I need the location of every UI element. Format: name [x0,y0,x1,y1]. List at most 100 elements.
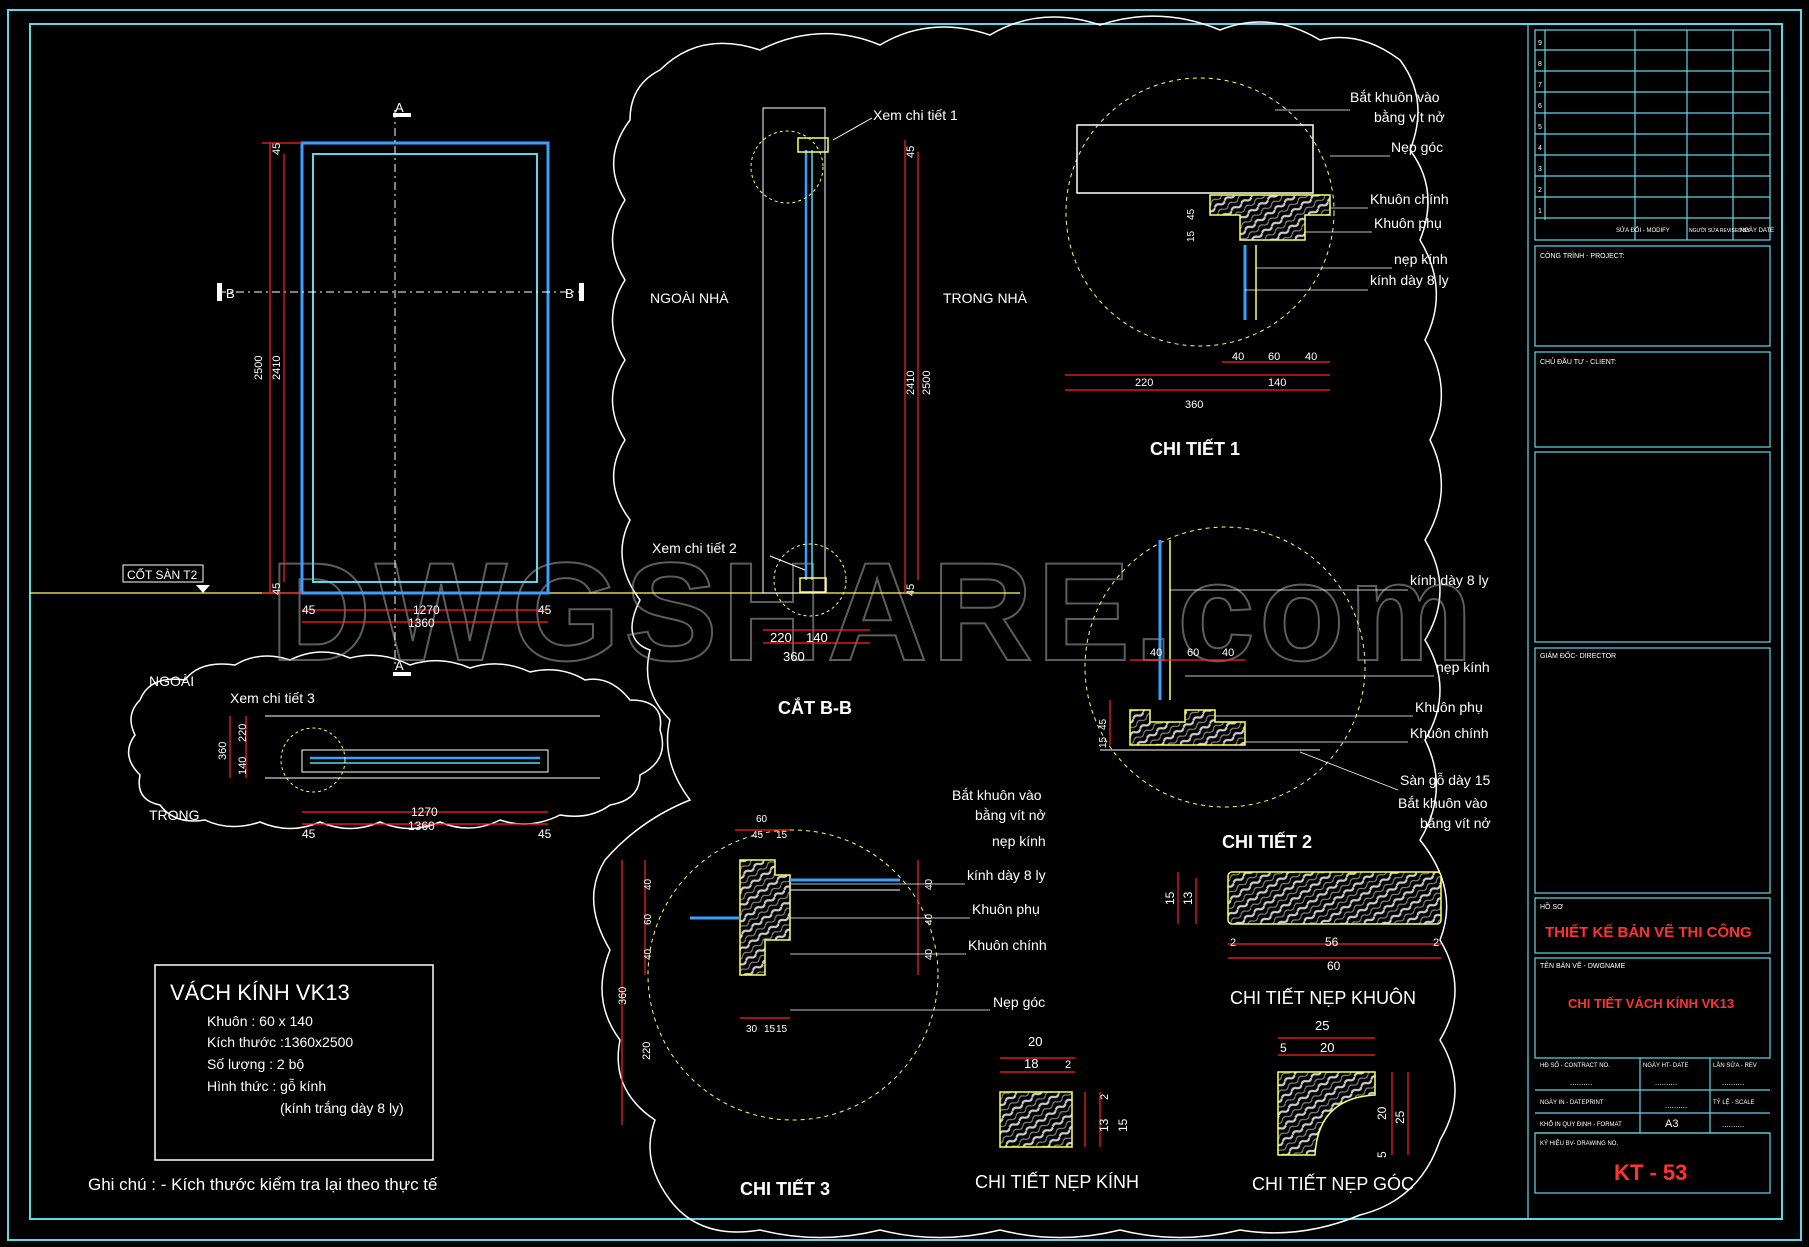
spec-line-2: Kích thước :1360x2500 [207,1034,353,1050]
section-bb-view: Xem chi tiết 1 Xem chi tiết 2 NGOÀI NHÀ … [650,107,1028,718]
date-label: NGÀY HT- DATE [1643,1062,1688,1069]
detail1-frame-section [1209,194,1331,241]
detail1-label-1: Bắt khuôn vào [1350,89,1440,105]
profile-goc-shape [1277,1071,1376,1156]
detail1-view: Bắt khuôn vào bằng vít nở Nẹp góc Khuôn … [1065,77,1449,459]
watermark-text: DWGSHARE.com [270,533,1477,690]
sheet-inner-border [29,23,1783,1220]
detail2-label-3: Khuôn phụ [1415,699,1483,715]
detail2-title: CHI TIẾT 2 [1222,831,1312,852]
detail1-dim-45: 45 [1186,208,1197,220]
detail1-circle [1065,77,1335,347]
detail3-view: Bắt khuôn vào bằng vít nở nẹp kính kính … [617,787,1047,1199]
director-label: GIÁM ĐỐC- DIRECTOR [1540,650,1616,660]
format-value: A3 [1665,1118,1678,1130]
rev-row-6: 6 [1538,103,1542,110]
elevation-dim-2500: 2500 [253,356,265,380]
print-value: .......... [1665,1101,1687,1110]
detail2-dim-15: 15 [1098,736,1109,748]
section-ref-detail1: Xem chi tiết 1 [873,107,958,123]
detail1-title: CHI TIẾT 1 [1150,438,1240,459]
plan-outside-label: NGOÀI [149,673,194,689]
elevation-dim-1360: 1360 [408,616,435,630]
detail1-dim-60: 60 [1268,351,1280,363]
section-b-label-right: B [565,286,574,301]
plan-ref-detail3: Xem chi tiết 3 [230,690,315,706]
detail1-dim-40b: 40 [1305,351,1317,363]
floor-level-label: CỐT SÀN T2 [127,567,198,582]
format-label: KHỔ IN QUY ĐỊNH - FORMAT [1540,1121,1622,1128]
general-note: Ghi chú : - Kích thước kiểm tra lại theo… [88,1175,438,1194]
detail3-circle [647,829,939,1121]
drawing-name-value: CHI TIẾT VÁCH KÍNH VK13 [1568,996,1734,1011]
rev-header-modify: SỬA ĐỔI - MODIFY [1616,227,1670,234]
detail3-dim-45: 45 [752,830,764,841]
detail1-label-7: kính dày 8 ly [1370,272,1449,288]
profile-khuon-shape [1227,871,1442,925]
floor-level-marker-icon [196,585,210,593]
profile-kinh-dim-15: 15 [1116,1118,1130,1132]
profile-goc-dim-20a: 20 [1320,1040,1334,1055]
section-a-marker-top [393,113,411,117]
rev-row-5: 5 [1538,124,1542,131]
detail1-label-2: bằng vít nở [1374,109,1445,125]
elevation-dim-45-left: 45 [302,603,316,617]
rev-row-8: 8 [1538,61,1542,68]
detail3-label-7: Nẹp góc [993,994,1045,1010]
plan-frame [301,749,549,773]
profile-kinh-dim-18: 18 [1024,1056,1038,1071]
detail1-dim-220: 220 [1135,377,1153,389]
plan-dim-220: 220 [237,724,249,742]
rev-row-7: 7 [1538,82,1542,89]
stage-value: THIẾT KẾ BẢN VẼ THI CÔNG [1545,923,1752,941]
client-label: CHỦ ĐẦU TƯ - CLIENT: [1540,356,1616,366]
detail1-dim-15: 15 [1186,230,1197,242]
rev-label: LẦN SỬA - REV [1713,1062,1757,1069]
section-head-profile [797,137,829,153]
detail1-label-4: Khuôn chính [1370,191,1449,207]
detail3-label-3: nẹp kính [992,833,1046,849]
drawing-no-value: KT - 53 [1614,1160,1687,1185]
section-a-marker-bottom [393,672,411,676]
plan-dim-140: 140 [237,757,249,775]
contract-label: HĐ SỐ - CONTRACT NO. [1540,1062,1610,1069]
detail2-dim-40b: 40 [1222,647,1234,659]
section-frame [762,107,826,594]
spec-line-1: Khuôn : 60 x 140 [207,1013,313,1029]
detail2-label-7: bằng vít nở [1420,815,1491,831]
profile-kinh-dim-2a: 2 [1065,1059,1071,1071]
detail1-dim-140: 140 [1268,377,1286,389]
rev-row-9: 9 [1538,40,1542,47]
profile-khuon-dim-15: 15 [1163,891,1177,905]
rev-row-1: 1 [1538,208,1542,215]
detail3-dim-40a: 40 [643,878,654,890]
profile-kinh-shape [999,1091,1073,1148]
spec-title: VÁCH KÍNH VK13 [170,980,350,1005]
profile-khuon-dim-60: 60 [1327,959,1341,973]
elevation-frame-outer [300,141,550,595]
detail2-sill-section [1129,709,1246,746]
plan-dim-45-right: 45 [538,827,552,841]
revision-clouds [127,15,1456,1239]
profile-khuon-title: CHI TIẾT NẸP KHUÔN [1230,987,1416,1008]
profile-khuon-dim-56: 56 [1325,935,1339,949]
detail2-label-6: Bắt khuôn vào [1398,795,1488,811]
elevation-dim-2410: 2410 [271,356,283,380]
section-b-marker-right [579,283,584,301]
detail1-label-5: Khuôn phụ [1374,215,1442,231]
detail1-dim-360: 360 [1185,399,1203,411]
profile-khuon-dim-2a: 2 [1230,937,1236,949]
profile-kinh-view: 20 18 2 2 13 15 CHI TIẾT NẸP KÍNH [975,1034,1139,1192]
detail1-label-3: Nẹp góc [1391,139,1443,155]
elevation-dim-1270: 1270 [413,603,440,617]
plan-inside-label: TRONG [149,807,200,823]
section-dim-2410: 2410 [905,371,917,395]
section-b-label-left: B [226,286,235,301]
scale-value: .......... [1722,1120,1744,1129]
print-label: NGÀY IN - DATEPRINT [1540,1099,1604,1106]
detail3-label-5: Khuôn phụ [972,901,1040,917]
detail3-label-6: Khuôn chính [968,937,1047,953]
detail1-label-6: nẹp kính [1394,251,1448,267]
